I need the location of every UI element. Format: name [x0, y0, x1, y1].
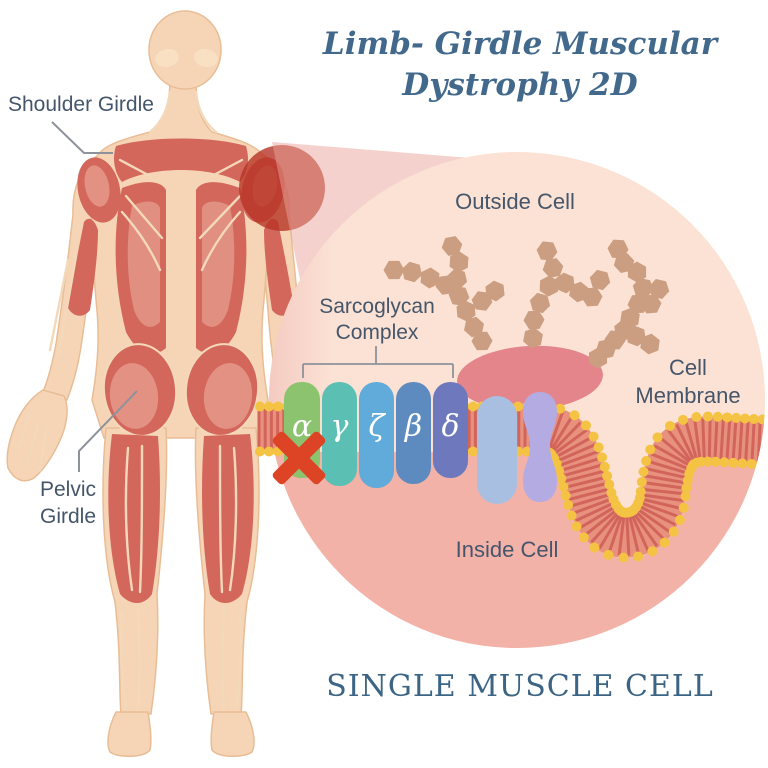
glycan-hexagon	[485, 280, 505, 302]
complex-label-line-1: Sarcoglycan	[319, 295, 435, 318]
muscle-layer	[16, 90, 294, 710]
subunit-letter-zeta: ζ	[368, 409, 385, 444]
glycan-hexagon	[640, 333, 660, 355]
unlabeled-subunit-dumbbell	[523, 392, 557, 502]
glycan-hexagon	[449, 251, 469, 273]
head-shade-left	[155, 48, 179, 68]
head-shade-right	[194, 48, 218, 68]
head	[148, 10, 222, 90]
right-foot	[210, 711, 255, 757]
annotation-lines	[51, 121, 454, 472]
complex-label-line-2: Complex	[335, 321, 419, 344]
glycan-chains	[383, 236, 670, 369]
glycan-hexagon	[420, 267, 440, 289]
single-muscle-cell-caption: SINGLE MUSCLE CELL	[326, 669, 714, 704]
glycan-hexagon	[581, 287, 603, 307]
cell-membrane-label: Cell Membrane	[612, 354, 764, 410]
membrane-label-line-2: Membrane	[635, 383, 741, 408]
sarcoglycan-complex-label: Sarcoglycan Complex	[296, 294, 458, 346]
left-foot	[107, 711, 152, 757]
glycan-hexagon	[446, 268, 468, 290]
pelvic-leader-line	[78, 390, 138, 472]
complex-bracket	[302, 346, 454, 378]
inside-cell-label: Inside Cell	[455, 537, 559, 562]
glycan-hexagon	[523, 327, 543, 349]
glycan-hexagon	[402, 261, 422, 283]
glycan-hexagon	[555, 272, 575, 294]
glycan-hexagon	[640, 294, 662, 314]
diagram-title: Limb- Girdle Muscular Dystrophy 2D	[288, 24, 752, 106]
glycan-hexagon	[383, 260, 405, 280]
subunit-pill-gamma	[322, 382, 357, 486]
outside-cell-label: Outside Cell	[455, 189, 575, 214]
subunit-letter-alpha: α	[291, 409, 313, 444]
glycan-hexagon	[542, 258, 564, 278]
dystroglycan-oval	[457, 345, 603, 411]
glycan-hexagon	[456, 300, 476, 322]
unlabeled-subunit-oval	[477, 396, 517, 504]
title-line-2: Dystrophy 2D	[402, 67, 638, 103]
subunit-letter-gamma: γ	[330, 409, 349, 444]
glycan-hexagon	[529, 292, 551, 314]
subunit-pill-beta	[396, 382, 431, 484]
glycan-hexagon	[471, 331, 493, 351]
inside-cell-region	[269, 452, 765, 648]
subunit-pill-zeta	[359, 382, 394, 488]
glycan-hexagon	[607, 239, 629, 259]
defect-x-mark	[272, 431, 326, 485]
pelvic-label-line-1: Pelvic	[39, 478, 97, 501]
glycan-hexagon	[448, 286, 470, 306]
glycan-hexagon	[589, 269, 611, 291]
glycan-hexagon	[441, 236, 463, 256]
membrane-label-line-1: Cell	[669, 355, 707, 380]
shoulder-leader-line	[51, 121, 113, 154]
glycan-hexagon	[626, 325, 646, 347]
pelvic-label-line-2: Girdle	[39, 505, 97, 528]
glycan-hexagon	[632, 278, 654, 298]
shoulder-girdle-label: Shoulder Girdle	[8, 93, 154, 116]
title-line-1: Limb- Girdle Muscular	[322, 26, 718, 62]
glycan-hexagon	[627, 261, 647, 283]
pelvic-girdle-label: Pelvic Girdle	[22, 476, 114, 530]
subunit-pill-delta	[433, 382, 468, 478]
glycan-hexagon	[539, 275, 559, 297]
subunit-letter-beta: β	[404, 409, 423, 444]
glycan-hexagon	[536, 241, 558, 261]
left-hand	[6, 389, 68, 482]
glycan-hexagon	[648, 279, 670, 299]
subunit-letter-delta: δ	[441, 409, 460, 444]
glycan-hexagon	[523, 310, 545, 330]
